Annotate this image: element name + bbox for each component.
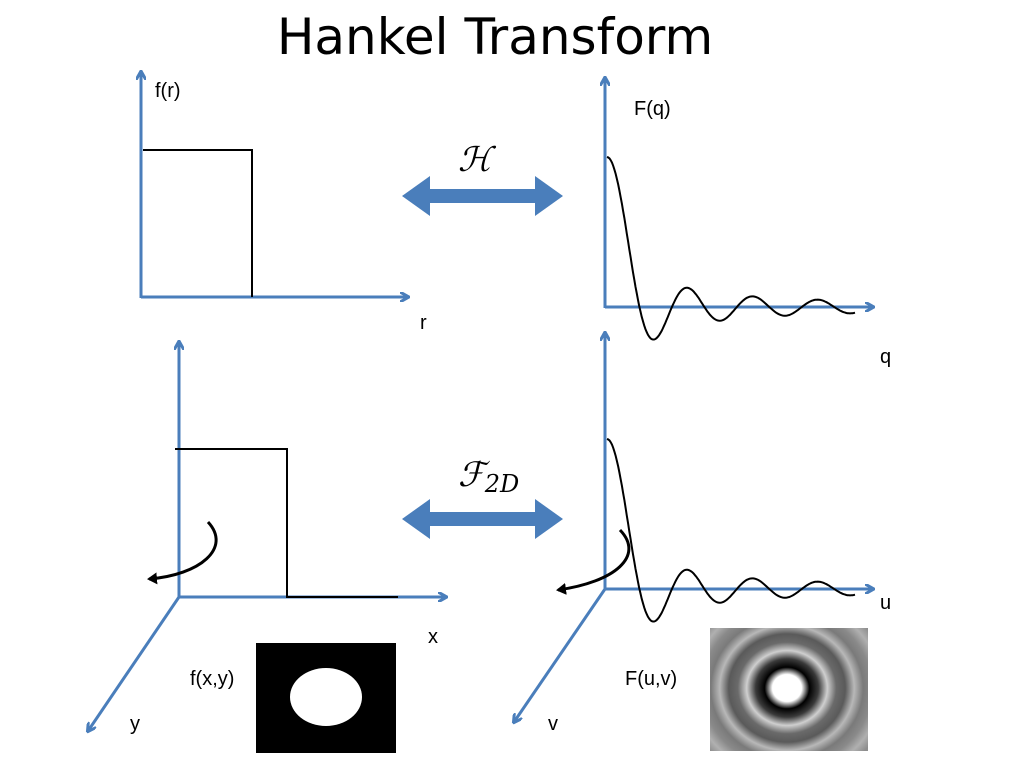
fxy-label: f(x,y) bbox=[190, 668, 235, 690]
fr-plot bbox=[141, 72, 408, 298]
fxy-plot bbox=[88, 342, 446, 731]
fuv-y-axis bbox=[514, 588, 607, 722]
r-label: r bbox=[420, 312, 427, 334]
fq-label: F(q) bbox=[634, 98, 671, 120]
fxy-image bbox=[256, 643, 396, 753]
fq-sinc-curve bbox=[606, 156, 856, 341]
fuv-plot bbox=[514, 333, 873, 722]
double-arrow-icon bbox=[402, 176, 563, 216]
rotation-arrow-icon bbox=[147, 520, 218, 585]
rotation-arrow-icon bbox=[556, 528, 631, 595]
fuv-sinc-curve bbox=[606, 438, 856, 623]
u-label: u bbox=[880, 592, 892, 614]
fxy-rect-curve bbox=[175, 448, 398, 598]
fq-plot bbox=[605, 78, 873, 341]
fr-rect-curve bbox=[143, 149, 253, 297]
x-label: x bbox=[428, 626, 438, 648]
v-label: v bbox=[548, 713, 558, 735]
q-label: q bbox=[880, 346, 892, 368]
page-title: Hankel Transform bbox=[276, 8, 714, 66]
hankel-operator: ℋ bbox=[458, 140, 492, 180]
double-arrow-icon bbox=[402, 499, 563, 539]
fourier-2d-operator: ℱ2D bbox=[458, 455, 519, 498]
fuv-label: F(u,v) bbox=[625, 668, 678, 690]
y-label: y bbox=[130, 713, 140, 735]
fourier-subscript: 2D bbox=[484, 470, 520, 498]
fourier-symbol: ℱ bbox=[458, 455, 485, 495]
fuv-image bbox=[710, 628, 868, 751]
fr-label: f(r) bbox=[155, 80, 181, 102]
fxy-y-axis bbox=[88, 596, 181, 731]
